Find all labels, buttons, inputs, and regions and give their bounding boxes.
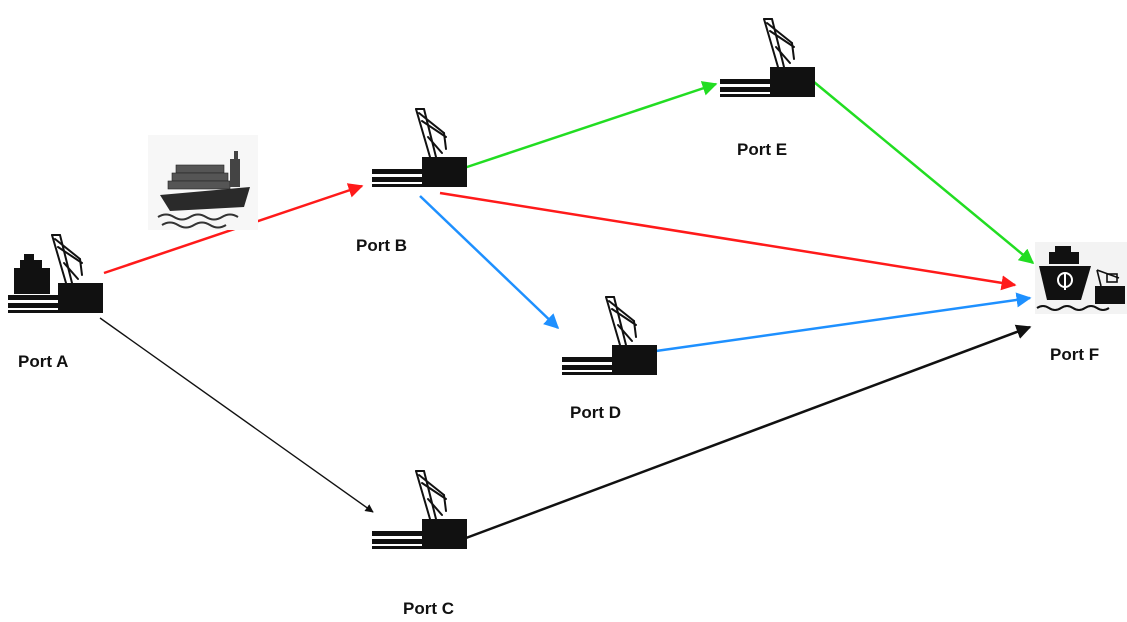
port-d-label: Port D [570,403,621,422]
route-b-to-f [439,191,1017,291]
port-f: Port F [1035,242,1127,364]
route-a-to-c [99,317,374,513]
route-b-to-d [419,195,560,330]
route-d-to-f [655,292,1032,353]
port-crane-with-ship-icon [8,233,103,315]
route-c-to-f [465,324,1032,540]
port-b: Port B [356,107,467,255]
port-crane-icon [372,107,467,189]
port-c-label: Port C [403,599,454,618]
port-e: Port E [720,17,815,159]
port-b-label: Port B [356,236,407,255]
port-c: Port C [372,469,467,618]
container-ship-icon [148,135,258,230]
port-a: Port A [8,233,103,371]
port-d: Port D [562,295,657,422]
destination-ship-port-icon [1035,242,1127,314]
port-e-label: Port E [737,140,787,159]
route-b-to-e [463,81,718,170]
port-a-label: Port A [18,352,68,371]
port-f-label: Port F [1050,345,1099,364]
port-crane-icon [562,295,657,377]
port-crane-icon [372,469,467,551]
route-e-to-f [813,81,1035,264]
port-crane-icon [720,17,815,99]
